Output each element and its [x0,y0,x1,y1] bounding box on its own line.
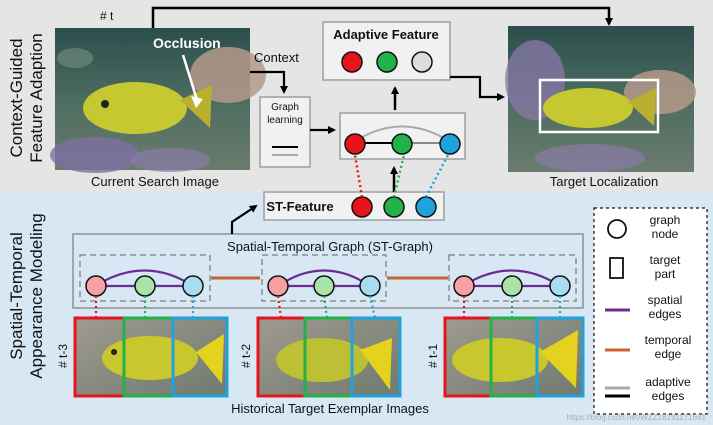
exemplar-image-t2 [258,318,400,396]
target-localization-caption: Target Localization [550,174,658,189]
exemplar-image-t3 [75,318,227,396]
exemplar-frame-label-t2: # t-2 [239,344,253,368]
legend-label-adaptive-1: adaptive [645,375,691,389]
graph-learning-label-1: Graph [271,102,299,113]
occlusion-arrowhead [191,96,203,108]
adaptive-feature-node-red [341,51,363,73]
adaptive-to-target-connector [450,75,505,101]
node-t1-blue [549,275,571,297]
legend-item-target-part: target part [609,253,681,281]
adaptive-feature-node-gray [411,51,433,73]
adaptive-graph-node-red [344,133,366,155]
legend-label-adaptive-2: edges [652,389,685,403]
st-to-adaptive-red [353,154,364,198]
node-t1-green [501,275,523,297]
st-graph-title: Spatial-Temporal Graph (ST-Graph) [227,239,433,254]
legend-label-temporal-2: edge [655,347,682,361]
current-search-image [50,28,266,173]
spatial-arc-t3 [94,269,194,287]
watermark: https://blog.csdn.net/WZZ18191171661 [567,413,707,422]
part-t3-blue [171,316,229,398]
node-t2-green [313,275,335,297]
node-t1-red [453,275,475,297]
legend-item-graph-node: graph node [607,213,681,241]
exemplar-image-t1 [445,318,583,396]
legend-label-target-part-2: part [655,267,676,281]
st-graph-to-feature-connector [230,204,258,234]
part-t2-blue [350,316,402,398]
node-t3-blue [182,275,204,297]
node-to-part-links [94,295,562,319]
spatial-arc-t1 [462,269,561,287]
legend-label-spatial-2: edges [649,307,682,321]
graph-node-icon [607,219,627,239]
st-feature-node-red [351,196,373,218]
legend-label-graph-node-2: node [652,227,679,241]
side-label-top-1: Context-Guided [7,38,26,157]
historical-caption: Historical Target Exemplar Images [231,401,429,416]
side-label-bottom-1: Spatial-Temporal [7,232,26,360]
st-to-adaptive-green [392,154,406,198]
st-graph-box [72,233,584,309]
current-search-caption: Current Search Image [91,174,219,189]
graph-learning-label-2: learning [267,115,303,126]
legend-label-target-part-1: target [650,253,681,267]
node-t2-red [267,275,289,297]
legend-item-spatial-edges: spatial edges [605,293,682,321]
spatial-arc-t2 [277,269,371,287]
context-label: Context [254,50,299,65]
legend-item-temporal-edge: temporal edge [605,333,691,361]
localization-box [538,78,660,134]
st-feature-node-blue [415,196,437,218]
st-feature-box [263,191,445,221]
context-connector [250,70,288,94]
st-feature-title: ST-Feature [266,199,333,214]
target-part-icon [609,257,624,279]
target-localization-image [505,26,696,172]
side-label-bottom-2: Appearance Modeling [27,213,46,378]
subgraph-box-t2 [261,254,387,302]
adaptive-feature-title: Adaptive Feature [333,27,438,42]
st-feature-node-green [383,196,405,218]
legend-label-temporal-1: temporal [645,333,692,347]
occlusion-label: Occlusion [153,35,221,51]
exemplar-frame-label-t1: # t-1 [426,344,440,368]
frame-t-connector [151,6,613,28]
adaptive-feature-node-green [376,51,398,73]
legend-label-spatial-1: spatial [648,293,683,307]
part-t1-blue [535,316,585,398]
subgraph-box-t1 [448,254,577,302]
exemplar-frame-label-t3: # t-3 [56,344,70,368]
node-t3-red [85,275,107,297]
legend-item-adaptive-edges: adaptive edges [605,375,691,403]
node-t3-green [134,275,156,297]
adaptive-graph-node-blue [439,133,461,155]
frame-t-label: # t [100,9,114,23]
occlusion-arrow [181,54,199,101]
legend-label-graph-node-1: graph [650,213,681,227]
node-t2-blue [359,275,381,297]
adaptive-graph-node-green [391,133,413,155]
side-label-top-2: Feature Adaption [27,33,46,162]
